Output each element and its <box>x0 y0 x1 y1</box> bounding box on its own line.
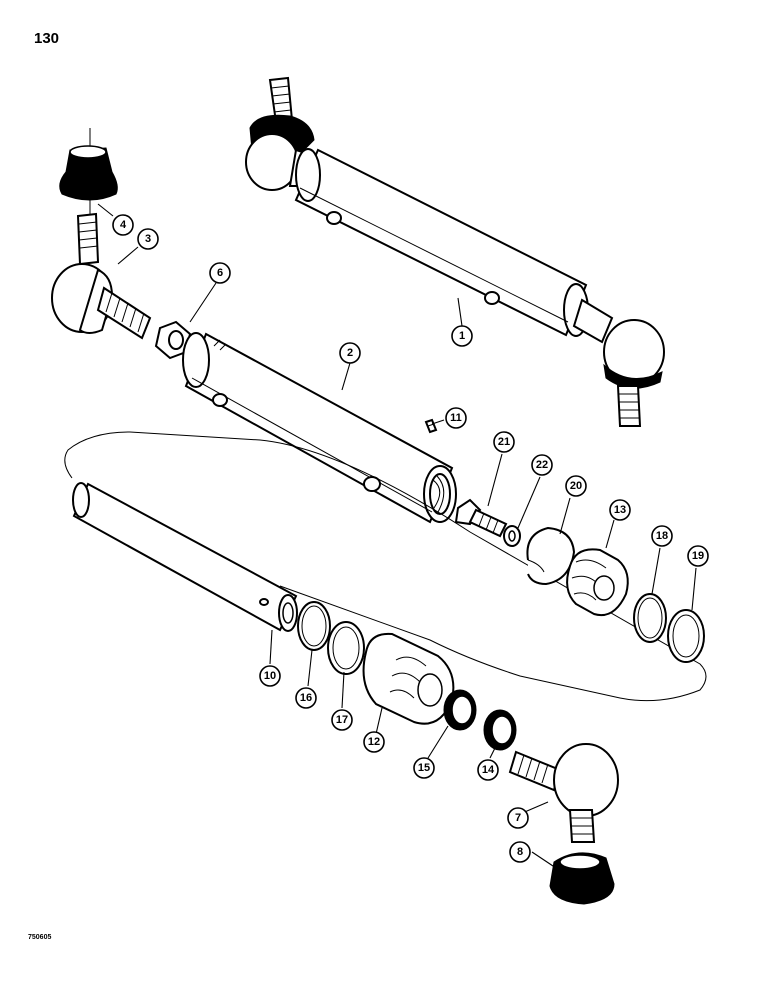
callout-18: 18 <box>651 525 673 547</box>
callout-6: 6 <box>209 262 231 284</box>
callout-label: 10 <box>264 670 276 682</box>
callout-11: 11 <box>445 407 467 429</box>
callout-label: 3 <box>145 233 151 245</box>
callout-1: 1 <box>451 325 473 347</box>
callout-3: 3 <box>137 228 159 250</box>
callout-19: 19 <box>687 545 709 567</box>
drawing-code: 750605 <box>28 934 52 941</box>
split-ring <box>526 526 576 586</box>
dust-cap <box>59 128 118 230</box>
assembled-cylinder <box>245 76 665 427</box>
callout-10: 10 <box>259 665 281 687</box>
callout-14: 14 <box>477 759 499 781</box>
callout-label: 18 <box>656 530 668 542</box>
callout-label: 15 <box>418 762 430 774</box>
piston <box>566 548 629 616</box>
page-number: 130 <box>34 30 60 47</box>
callout-label: 11 <box>450 412 462 424</box>
callout-4: 4 <box>112 214 134 236</box>
callout-2: 2 <box>339 342 361 364</box>
wiper-14 <box>483 709 517 751</box>
callout-22: 22 <box>531 454 553 476</box>
callout-15: 15 <box>413 757 435 779</box>
gland <box>362 632 455 725</box>
callout-label: 1 <box>459 330 465 342</box>
hex-nut <box>154 320 192 360</box>
callout-label: 14 <box>482 764 495 776</box>
callout-label: 4 <box>120 219 127 231</box>
callout-label: 12 <box>368 736 380 748</box>
callout-label: 2 <box>347 347 353 359</box>
callout-label: 8 <box>517 846 523 858</box>
seal-15 <box>443 689 477 731</box>
leader-lines <box>97 203 697 869</box>
callout-12: 12 <box>363 731 385 753</box>
callout-13: 13 <box>609 499 631 521</box>
callout-label: 7 <box>515 812 521 824</box>
callout-20: 20 <box>565 475 587 497</box>
callout-16: 16 <box>295 687 317 709</box>
callout-label: 13 <box>614 504 626 516</box>
callout-label: 21 <box>498 436 510 448</box>
callout-label: 16 <box>300 692 312 704</box>
tie-rod-end-upper <box>51 212 152 340</box>
piston-rod <box>72 482 298 632</box>
cylinder-barrel <box>182 332 457 524</box>
subassembly-outline <box>64 431 707 702</box>
tie-rod-end-lower <box>508 743 619 843</box>
callout-label: 6 <box>217 267 223 279</box>
bolt <box>454 498 508 538</box>
callout-label: 19 <box>692 550 704 562</box>
callout-label: 22 <box>536 459 548 471</box>
washer <box>503 525 521 547</box>
dust-cap-lower <box>549 852 615 905</box>
set-screw <box>424 418 438 434</box>
callout-label: 20 <box>570 480 582 492</box>
callout-7: 7 <box>507 807 529 829</box>
callout-label: 17 <box>336 714 348 726</box>
callout-8: 8 <box>509 841 531 863</box>
callout-17: 17 <box>331 709 353 731</box>
callout-21: 21 <box>493 431 515 453</box>
